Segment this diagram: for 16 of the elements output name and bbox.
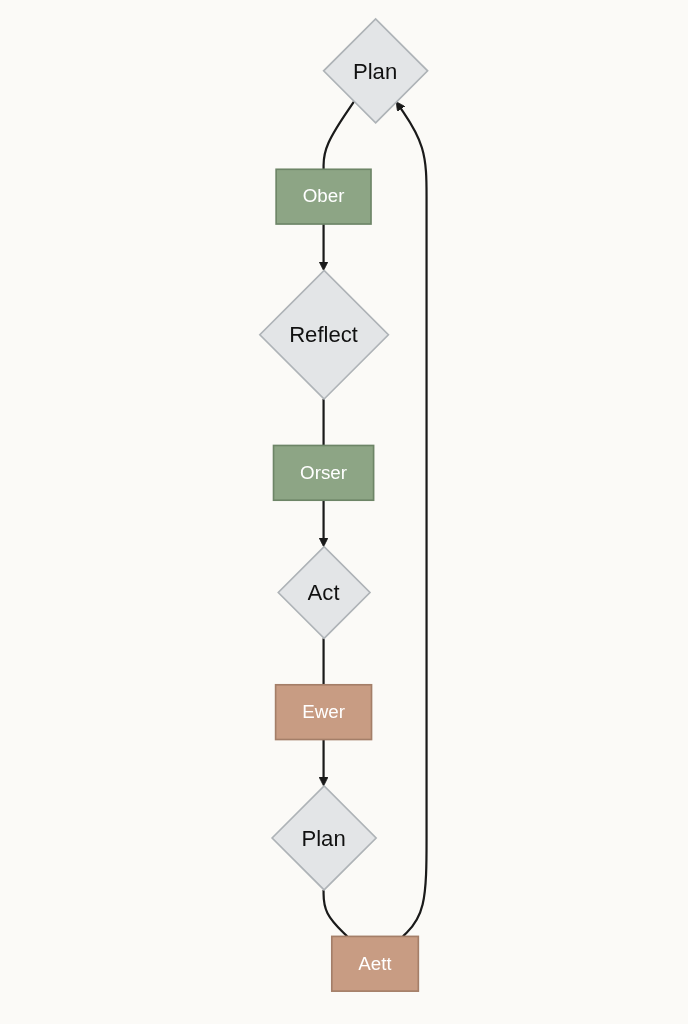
node-diamond: Plan (271, 784, 378, 892)
node-box: Orser (272, 444, 375, 502)
node-box: Ewer (275, 683, 373, 741)
connector (322, 889, 349, 938)
node-box: Ober (275, 168, 373, 225)
node-diamond: Plan (322, 17, 430, 125)
connector (322, 101, 356, 170)
arrow (396, 101, 428, 938)
connector (322, 638, 325, 685)
node-diamond: Act (277, 545, 372, 640)
arrow (318, 224, 329, 271)
node-box: Aett (331, 935, 420, 992)
connector (322, 399, 325, 446)
arrow (318, 500, 329, 548)
node-diamond: Reflect (258, 269, 390, 401)
arrow (318, 739, 329, 787)
